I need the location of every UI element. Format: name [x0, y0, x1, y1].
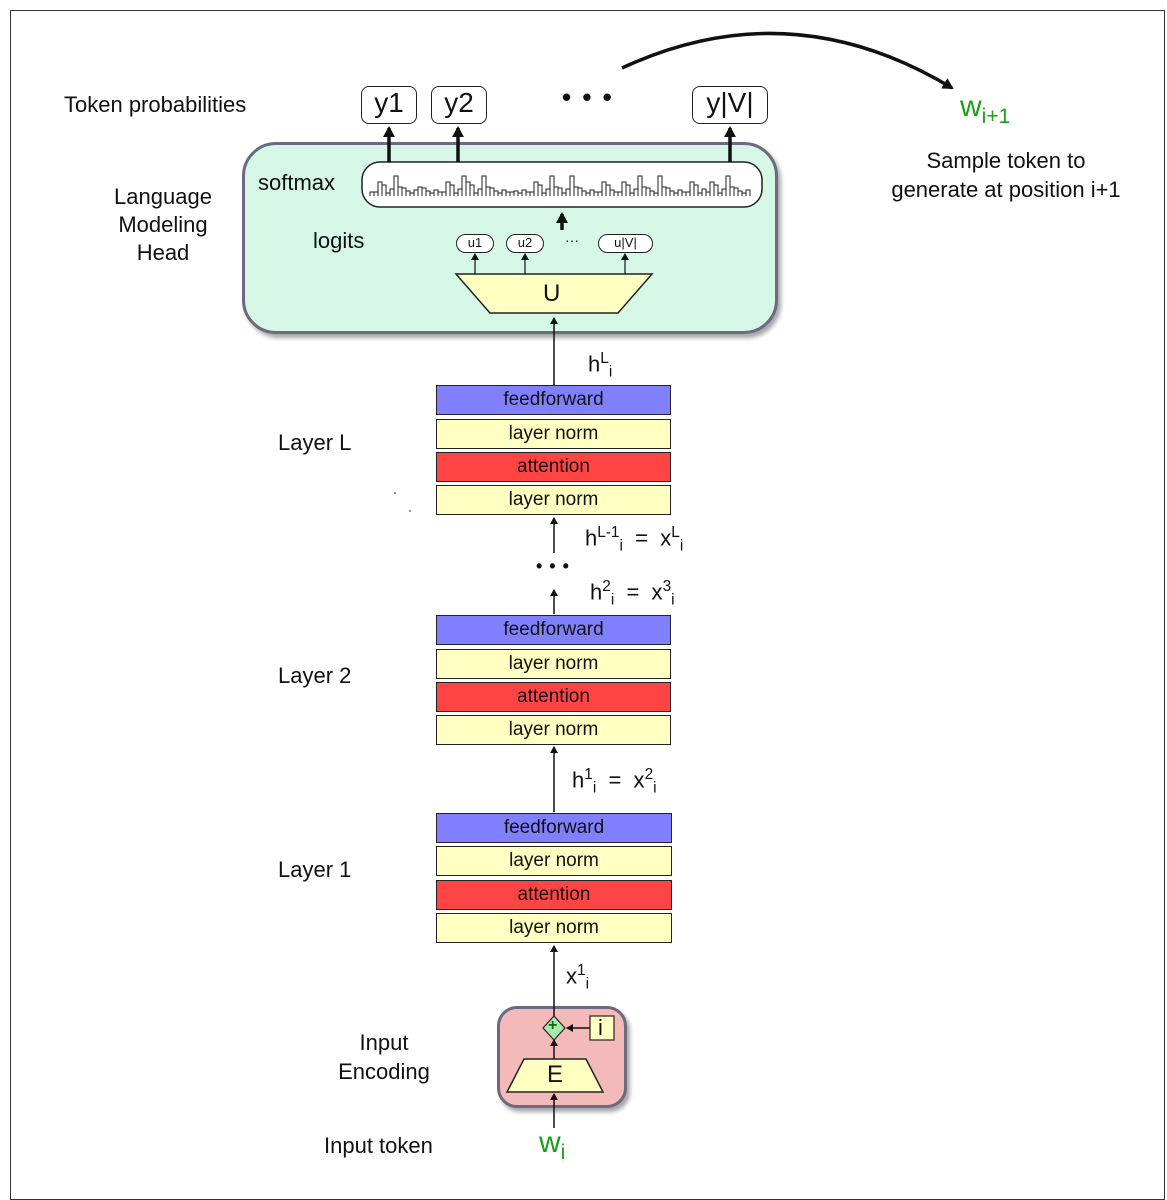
layer-2-layer-norm-2: layer norm: [436, 649, 671, 679]
softmax-distribution-bars: [369, 175, 751, 196]
input-encoding-label: Input Encoding: [338, 1030, 430, 1084]
layer-L-layer-norm-2: layer norm: [436, 419, 671, 449]
unembedding-trapezoid: [454, 273, 654, 314]
input-token: wi: [539, 1126, 566, 1164]
layer-1-attention: attention: [436, 880, 672, 910]
layer-1-layer-norm-1: layer norm: [436, 913, 672, 943]
embedding-trapezoid: [505, 1058, 605, 1093]
hidden-eq-3: h2i = x3i: [590, 578, 675, 609]
logit-u1: u1: [456, 234, 494, 253]
token-probabilities-label: Token probabilities: [64, 92, 247, 117]
unembedding-label: U: [543, 280, 561, 307]
softmax-distribution-box: [361, 161, 763, 208]
plus-diamond: [542, 1015, 566, 1041]
hidden-top-label: hLi: [588, 350, 613, 381]
layer-L-layer-norm-1: layer norm: [436, 485, 671, 515]
input-x1-label: x1i: [566, 962, 589, 993]
lm-head-label: Language Modeling Head: [114, 184, 212, 265]
layer-L-attention: attention: [436, 452, 671, 482]
layer-1-feedforward: feedforward: [436, 813, 672, 843]
layer-2-attention: attention: [436, 682, 671, 712]
output-y1: y1: [361, 86, 417, 124]
sample-arrow: [621, 31, 954, 90]
position-box: [589, 1015, 615, 1041]
embedding-label: E: [547, 1061, 564, 1088]
stray-dot: [409, 510, 411, 512]
position-label: i: [598, 1015, 603, 1040]
layer-L-feedforward: feedforward: [436, 385, 671, 415]
layer-L-label: Layer L: [278, 430, 352, 455]
layer-2-feedforward: feedforward: [436, 615, 671, 645]
softmax-label: softmax: [258, 170, 336, 195]
stray-dot: [394, 492, 396, 494]
sampled-token: wi+1: [960, 90, 1011, 128]
layer-1-label: Layer 1: [278, 857, 352, 882]
logit-u2: u2: [506, 234, 544, 253]
layer-2-label: Layer 2: [278, 663, 352, 688]
hidden-eq-2: h1i = x2i: [572, 766, 657, 797]
softmax-bars-path: [369, 175, 751, 196]
hidden-eq-L: hL-1i = xLi: [585, 524, 684, 555]
plus-icon: +: [548, 1017, 558, 1034]
output-y2: y2: [431, 86, 487, 124]
logits-ellipsis: ···: [565, 232, 579, 248]
outputs-ellipsis: • • •: [562, 82, 614, 112]
input-token-label: Input token: [324, 1133, 433, 1158]
logit-uV: u|V|: [598, 234, 653, 253]
output-yV: y|V|: [692, 86, 768, 124]
logits-label: logits: [313, 228, 365, 253]
layers-ellipsis: • • •: [536, 556, 570, 576]
sample-caption: Sample token to generate at position i+1: [891, 148, 1121, 202]
layer-2-layer-norm-1: layer norm: [436, 715, 671, 745]
layer-1-layer-norm-2: layer norm: [436, 846, 672, 876]
